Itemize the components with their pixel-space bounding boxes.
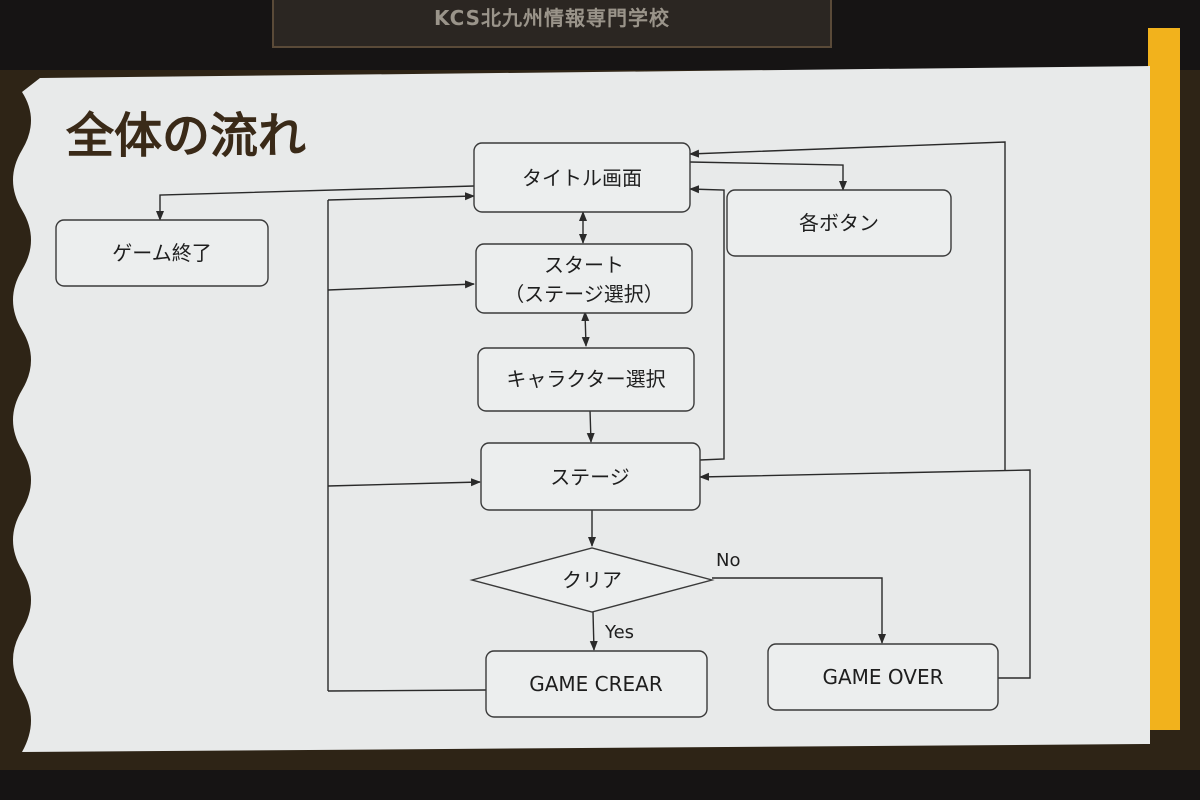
edge-over-to-stage [699,469,1031,679]
edge-loop-to-title [327,192,475,201]
school-banner: KCS北九州情報専門学校 [272,0,832,48]
label-yes: Yes [604,622,634,643]
node-game-over [767,643,999,711]
edge-loop-to-start [327,280,475,291]
edge-title-to-end [156,185,475,221]
edge-clear-no [712,577,886,644]
label-no: No [716,550,740,571]
edge-loop-to-stage [327,478,481,487]
label-title-screen: タイトル画面 [522,166,642,190]
slide-title: 全体の流れ [65,108,306,164]
connectors [156,141,1031,692]
edge-over-to-title [689,141,1006,470]
node-clear [469,547,715,613]
label-game-end: ゲーム終了 [112,241,211,265]
node-game-crear [485,650,708,718]
label-clear: クリア [562,568,622,592]
edge-character-stage [586,409,595,443]
edge-title-to-buttons [689,161,847,191]
edge-clear-yes [589,611,598,651]
edge-crear-loop [327,689,487,692]
banner-text: KCS北九州情報専門学校 [433,6,671,30]
label-start-line1: スタート [544,253,624,277]
label-start-line2: （ステージ選択） [504,282,664,306]
label-character-select: キャラクター選択 [506,367,665,391]
node-title-screen [473,142,691,213]
label-buttons: 各ボタン [799,211,879,235]
node-character-select [477,347,695,412]
edge-start-character [581,311,590,347]
accent-stripe [1148,28,1180,730]
node-start [475,243,693,314]
label-game-over: GAME OVER [822,665,943,689]
label-stage: ステージ [550,465,630,489]
node-buttons [726,189,952,257]
node-game-end [55,219,269,287]
label-game-crear: GAME CREAR [529,672,663,696]
node-stage [480,442,701,511]
edge-stage-to-title [689,185,725,461]
